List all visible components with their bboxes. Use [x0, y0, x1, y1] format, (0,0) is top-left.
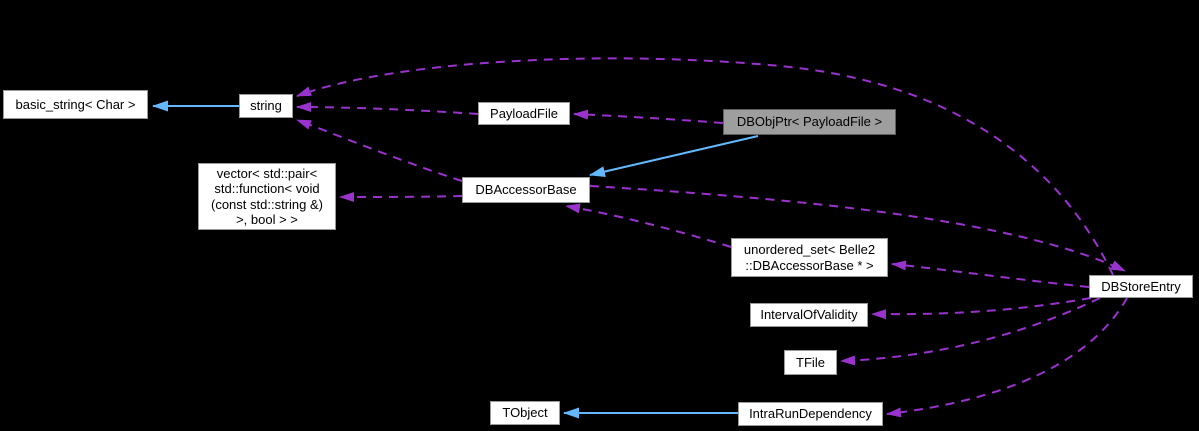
node-payloadfile[interactable]: PayloadFile — [478, 102, 570, 125]
node-basic-string-label: basic_string< Char > — [15, 96, 136, 112]
node-tobject[interactable]: TObject — [490, 401, 560, 425]
node-intervalofvalidity-label: IntervalOfValidity — [760, 307, 858, 323]
edge-unordered-set-to-dbaccessorbase — [565, 203, 732, 248]
node-payloadfile-label: PayloadFile — [490, 105, 558, 121]
edge-dbobjptr-to-payloadfile — [573, 109, 724, 124]
node-string-label: string — [250, 98, 282, 114]
node-tfile-label: TFile — [796, 354, 825, 370]
edge-dbobjptr-to-dbaccessorbase — [589, 135, 759, 177]
node-vector-line-4: >, bool > > — [236, 212, 298, 227]
node-tobject-label: TObject — [502, 405, 548, 421]
edge-dbaccessorbase-to-dbstoreentry — [589, 185, 1126, 272]
edge-dbaccessorbase-to-string — [296, 119, 463, 182]
node-intrarundependency[interactable]: IntraRunDependency — [738, 402, 883, 426]
node-string[interactable]: string — [239, 94, 293, 118]
edge-dbstoreentry-to-unordered-set — [891, 260, 1090, 288]
node-unordered-set[interactable]: unordered_set< Belle2 ::DBAccessorBase *… — [731, 238, 888, 277]
node-dbaccessorbase[interactable]: DBAccessorBase — [462, 177, 590, 203]
node-vector-std-pair[interactable]: vector< std::pair< std::function< void (… — [198, 163, 336, 230]
edge-dbstoreentry-to-tfile — [840, 297, 1101, 366]
node-vector-line-1: vector< std::pair< — [216, 165, 318, 181]
edge-payloadfile-to-string — [296, 102, 479, 115]
node-vector-line-3: (const std::string &) — [211, 196, 323, 212]
edge-dbstoreentry-to-string — [296, 57, 1114, 276]
node-basic-string[interactable]: basic_string< Char > — [3, 90, 148, 119]
node-intervalofvalidity[interactable]: IntervalOfValidity — [750, 303, 868, 327]
node-unordered-set-line-1: unordered_set< Belle2 — [743, 242, 876, 257]
node-intrarundependency-label: IntraRunDependency — [749, 406, 872, 422]
node-dbstoreentry-label: DBStoreEntry — [1101, 278, 1181, 294]
edge-dbaccessorbase-to-vector — [339, 191, 463, 202]
node-dbaccessorbase-label: DBAccessorBase — [475, 182, 577, 198]
node-tfile[interactable]: TFile — [784, 350, 837, 375]
edge-dbstoreentry-to-intrarundependency — [886, 297, 1128, 418]
node-vector-line-2: std::function< void — [214, 181, 320, 196]
node-dbstoreentry[interactable]: DBStoreEntry — [1089, 275, 1193, 298]
node-unordered-set-line-2: ::DBAccessorBase * > — [745, 257, 874, 273]
edge-dbstoreentry-to-intervalofvalidity — [871, 297, 1092, 320]
node-dbobjptr-payloadfile: DBObjPtr< PayloadFile > — [723, 109, 896, 135]
node-dbobjptr-payloadfile-label: DBObjPtr< PayloadFile > — [736, 114, 883, 130]
